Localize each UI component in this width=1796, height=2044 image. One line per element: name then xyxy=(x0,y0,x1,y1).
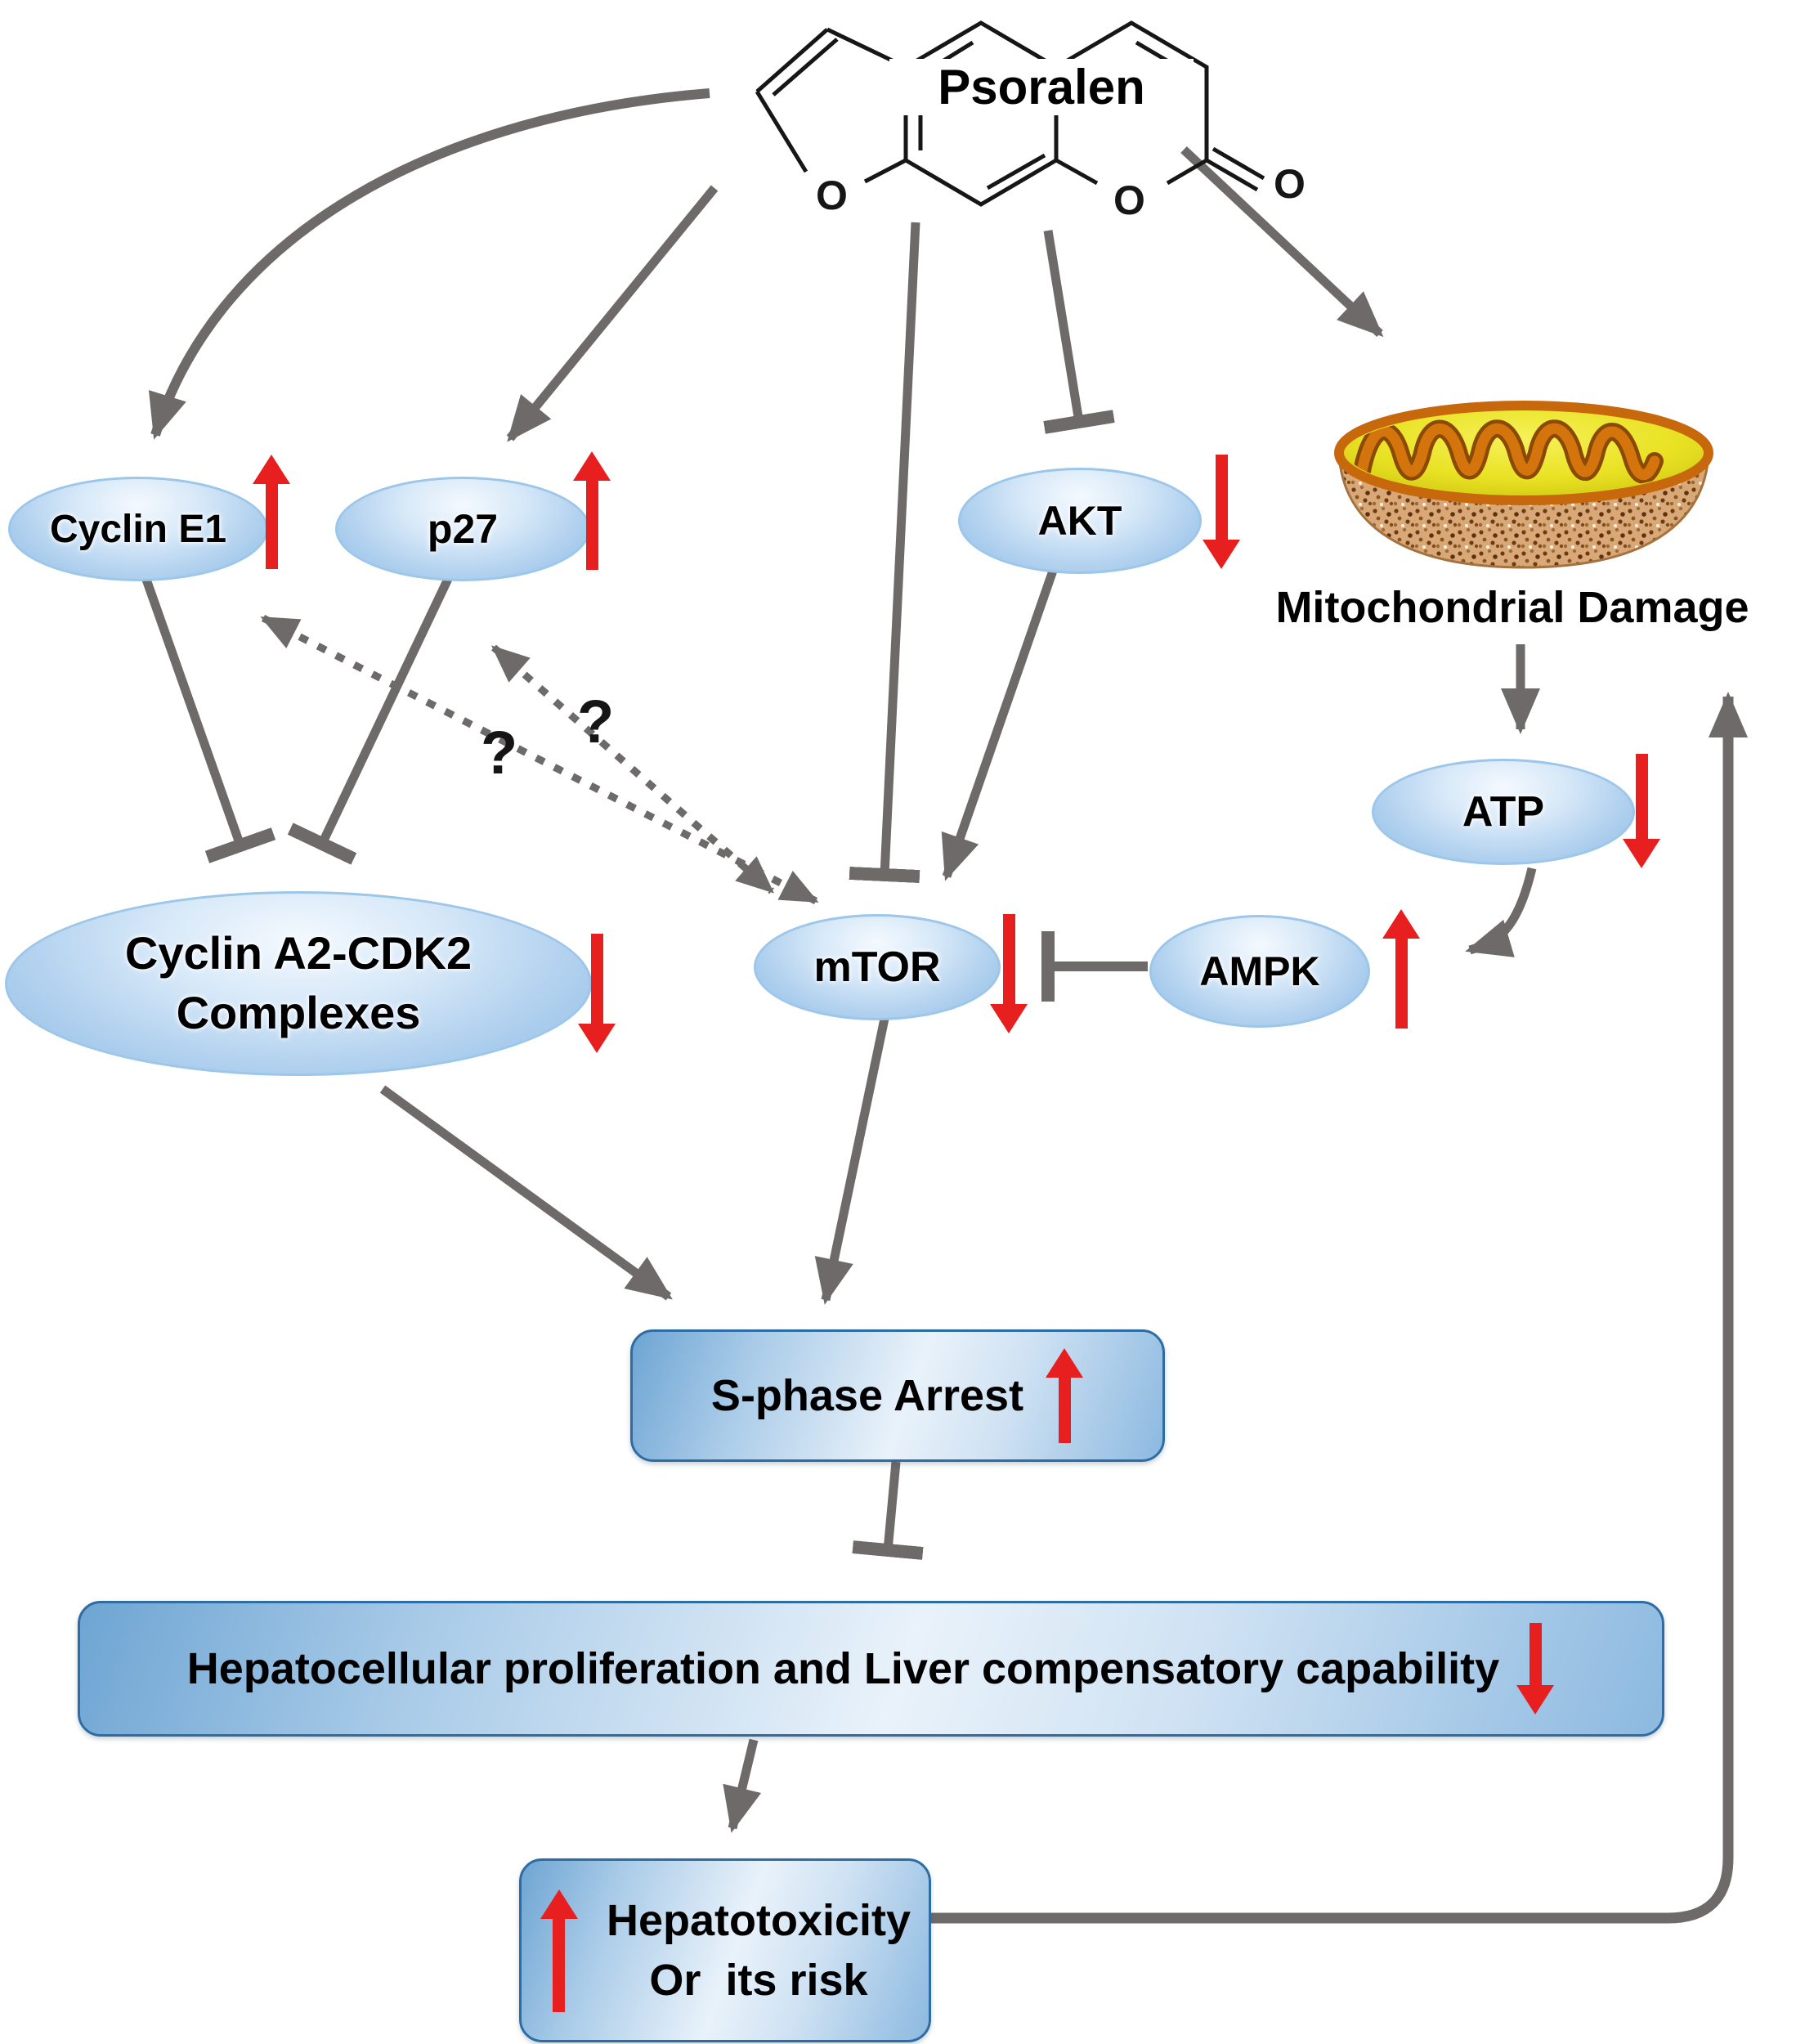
node-atp: ATP xyxy=(1372,759,1635,865)
psoralen-structure-icon: O O O xyxy=(755,20,1306,223)
edge-akt-mtor xyxy=(941,569,1058,881)
mitochondrial-damage-label: Mitochondrial Damage xyxy=(1275,583,1749,632)
node-mtor: mTOR xyxy=(754,914,1001,1020)
box-s-phase-arrest: S-phase Arrest xyxy=(630,1329,1165,1462)
node-cyclin-a2-cdk2: Cyclin A2-CDK2 Complexes xyxy=(5,891,592,1076)
hepatocellular-decrease-icon xyxy=(1516,1623,1555,1715)
edge-cyclina2-sphase xyxy=(379,1085,673,1301)
edge-psoralen-p27 xyxy=(506,185,719,442)
cyclin-e1-increase-icon xyxy=(252,455,291,569)
p27-label: p27 xyxy=(427,506,499,552)
akt-label: AKT xyxy=(1037,498,1122,544)
cyclin-a2-cdk2-label: Cyclin A2-CDK2 Complexes xyxy=(124,927,473,1038)
s-phase-increase-icon xyxy=(1045,1348,1084,1443)
node-p27: p27 xyxy=(335,477,590,581)
cyclin-e1-label: Cyclin E1 xyxy=(49,507,227,551)
edge-dashed-question-left xyxy=(260,614,819,905)
edge-psoralen-akt-inhibit xyxy=(1043,230,1115,434)
svg-text:O: O xyxy=(1113,177,1145,223)
mitochondria-icon xyxy=(1334,401,1713,569)
edge-hepatotoxicity-feedback xyxy=(876,692,1748,1924)
ampk-increase-icon xyxy=(1382,909,1421,1029)
box-hepatotoxicity: Hepatotoxicity Or its risk xyxy=(519,1858,931,2042)
edge-cycline1-cyclina2-inhibit xyxy=(141,576,276,863)
atp-label: ATP xyxy=(1462,788,1545,836)
edge-p27-cyclina2-inhibit xyxy=(287,573,454,865)
edge-sphase-hepatocellular-inhibit xyxy=(852,1461,924,1560)
node-cyclin-e1: Cyclin E1 xyxy=(8,477,268,581)
ampk-label: AMPK xyxy=(1199,948,1320,994)
box-hepatocellular-proliferation: Hepatocellular proliferation and Liver c… xyxy=(78,1601,1664,1737)
svg-text:O: O xyxy=(816,173,848,218)
edge-psoralen-mtor-inhibit xyxy=(849,222,920,884)
edge-psoralen-cycline1 xyxy=(149,88,710,440)
akt-decrease-icon xyxy=(1202,455,1241,569)
edge-psoralen-mitochondria xyxy=(1180,146,1384,338)
question-mark-right: ? xyxy=(577,688,615,755)
atp-decrease-icon xyxy=(1622,754,1661,868)
p27-increase-icon xyxy=(572,451,611,570)
hepatocellular-label: Hepatocellular proliferation and Liver c… xyxy=(186,1644,1500,1693)
mtor-decrease-icon xyxy=(989,914,1028,1033)
svg-text:O: O xyxy=(1274,161,1306,207)
mtor-label: mTOR xyxy=(813,944,941,991)
node-akt: AKT xyxy=(958,468,1202,574)
edge-atp-ampk xyxy=(1465,867,1537,957)
edge-mtor-sphase xyxy=(814,1017,889,1305)
cyclin-a2-decrease-icon xyxy=(577,934,616,1053)
hepatotoxicity-label: Hepatotoxicity Or its risk xyxy=(606,1895,911,2005)
edge-dashed-question-right xyxy=(490,644,775,894)
compound-label: Psoralen xyxy=(889,59,1194,115)
s-phase-arrest-label: S-phase Arrest xyxy=(710,1371,1024,1420)
node-ampk: AMPK xyxy=(1149,915,1370,1028)
hepatotoxicity-increase-icon xyxy=(540,1889,579,2012)
question-mark-left: ? xyxy=(481,719,518,787)
edge-hepatocellular-hepatotoxicity xyxy=(723,1738,762,1833)
